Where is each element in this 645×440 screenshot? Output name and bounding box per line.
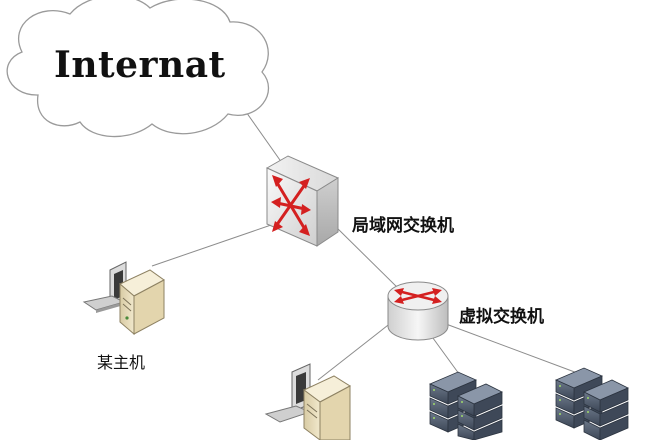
lan-switch-label: 局域网交换机 — [352, 216, 454, 236]
lan-switch-icon — [265, 155, 340, 247]
pc-computer-icon — [264, 363, 351, 440]
link-vswitch-to-server-2 — [445, 323, 581, 375]
internet-cloud-label: Internat — [54, 44, 226, 86]
server-rack-icon — [429, 371, 503, 440]
internet-cloud-icon — [6, 0, 269, 138]
virtual-switch-label: 虚拟交换机 — [459, 307, 544, 327]
virtual-switch-icon — [387, 281, 449, 341]
link-vswitch-to-pc — [317, 321, 393, 381]
host-computer-label: 某主机 — [97, 353, 146, 372]
link-switch-to-host — [151, 223, 275, 267]
link-lines — [151, 91, 581, 381]
link-switch-to-vswitch — [332, 223, 405, 295]
server-rack-icon — [555, 367, 629, 440]
link-vswitch-to-server-1 — [429, 333, 463, 379]
host-computer-icon — [82, 261, 165, 336]
